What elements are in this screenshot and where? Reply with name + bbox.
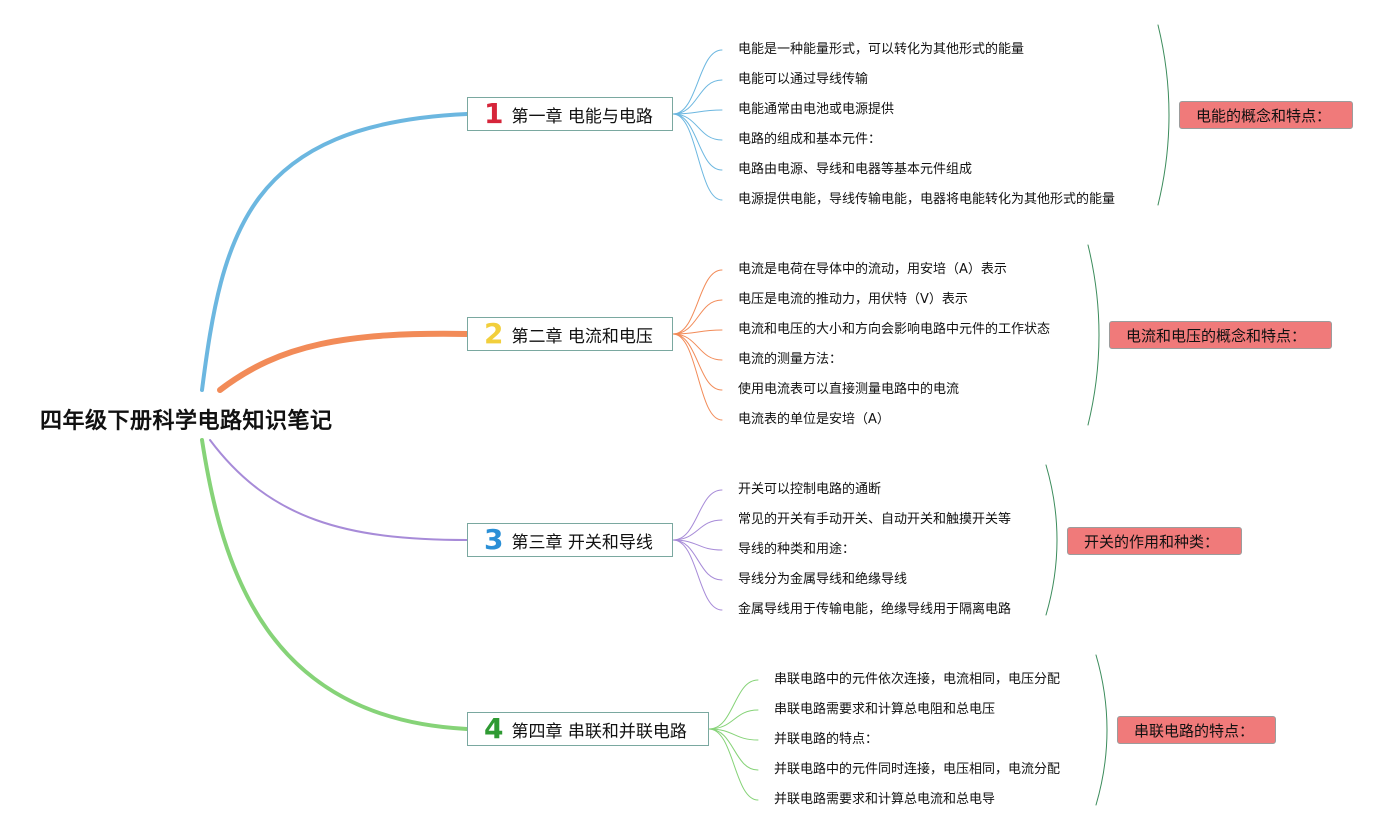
- leaf-topic[interactable]: 并联电路的特点：: [774, 732, 879, 747]
- leaf-connector: [672, 113, 723, 171]
- chapter-label: 第一章 电能与电路: [511, 106, 653, 127]
- summary-bracket: [1095, 654, 1108, 806]
- root-topic[interactable]: 四年级下册科学电路知识笔记: [40, 409, 333, 434]
- chapter-label: 第三章 开关和导线: [511, 532, 653, 553]
- chapter-number: 3: [484, 523, 504, 556]
- summary-topic[interactable]: 电能的概念和特点：: [1179, 101, 1353, 129]
- trunk-connector-2: [217, 330, 470, 393]
- leaf-connector: [708, 728, 759, 801]
- leaf-topic[interactable]: 电流表的单位是安培（A）: [738, 412, 890, 427]
- leaf-connector: [708, 709, 759, 730]
- leaf-topic[interactable]: 电能是一种能量形式，可以转化为其他形式的能量: [738, 42, 1025, 57]
- leaf-connector: [672, 539, 723, 611]
- leaf-connector: [708, 728, 759, 771]
- leaf-topic[interactable]: 金属导线用于传输电能，绝缘导线用于隔离电路: [738, 602, 1012, 617]
- leaf-topic[interactable]: 电路由电源、导线和电器等基本元件组成: [738, 162, 973, 177]
- trunk-connector-1: [200, 112, 469, 392]
- leaf-topic[interactable]: 电压是电流的推动力，用伏特（V）表示: [738, 292, 968, 307]
- leaf-connector: [672, 49, 723, 115]
- chapter-label: 第四章 串联和并联电路: [511, 721, 687, 742]
- leaf-topic[interactable]: 电路的组成和基本元件：: [738, 132, 882, 147]
- chapter-number: 2: [484, 317, 504, 350]
- leaf-topic[interactable]: 电流的测量方法：: [738, 352, 843, 367]
- chapter-number: 1: [484, 97, 504, 130]
- leaf-connector: [672, 519, 723, 541]
- leaf-topic[interactable]: 电能通常由电池或电源提供: [738, 102, 895, 117]
- leaf-connector: [672, 329, 723, 335]
- trunk-connector-4: [200, 438, 469, 731]
- leaf-topic[interactable]: 并联电路需要求和计算总电流和总电导: [774, 792, 996, 807]
- leaf-topic[interactable]: 电能可以通过导线传输: [738, 72, 869, 87]
- leaf-topic[interactable]: 常见的开关有手动开关、自动开关和触摸开关等: [738, 512, 1012, 527]
- summary-bracket: [1157, 24, 1170, 206]
- chapter-number: 4: [484, 712, 504, 745]
- trunk-connector-3: [209, 439, 468, 541]
- leaf-topic[interactable]: 电流是电荷在导体中的流动，用安培（A）表示: [738, 262, 1007, 277]
- chapter-node-2[interactable]: 2 第二章 电流和电压: [467, 317, 673, 351]
- leaf-connector: [672, 113, 723, 201]
- leaf-connector: [672, 333, 723, 391]
- leaf-connector: [708, 679, 759, 730]
- leaf-topic[interactable]: 导线分为金属导线和绝缘导线: [738, 572, 908, 587]
- chapter-label: 第二章 电流和电压: [511, 326, 653, 347]
- leaf-topic[interactable]: 使用电流表可以直接测量电路中的电流: [738, 382, 960, 397]
- summary-bracket: [1087, 244, 1100, 426]
- leaf-topic[interactable]: 串联电路需要求和计算总电阻和总电压: [774, 702, 996, 717]
- leaf-connector: [672, 109, 723, 115]
- leaf-connector: [672, 333, 723, 361]
- leaf-topic[interactable]: 导线的种类和用途：: [738, 542, 856, 557]
- summary-topic[interactable]: 电流和电压的概念和特点：: [1109, 321, 1332, 349]
- leaf-topic[interactable]: 电流和电压的大小和方向会影响电路中元件的工作状态: [738, 322, 1051, 337]
- leaf-connector: [672, 539, 723, 581]
- leaf-connector: [672, 489, 723, 541]
- leaf-connector: [672, 299, 723, 335]
- leaf-topic[interactable]: 开关可以控制电路的通断: [738, 482, 882, 497]
- leaf-topic[interactable]: 电源提供电能，导线传输电能，电器将电能转化为其他形式的能量: [738, 192, 1116, 207]
- leaf-connector: [672, 79, 723, 115]
- leaf-connector: [672, 113, 723, 141]
- chapter-node-3[interactable]: 3 第三章 开关和导线: [467, 523, 673, 557]
- leaf-connector: [672, 269, 723, 335]
- chapter-node-4[interactable]: 4 第四章 串联和并联电路: [467, 712, 709, 746]
- summary-topic[interactable]: 串联电路的特点：: [1117, 716, 1276, 744]
- leaf-connector: [672, 333, 723, 421]
- summary-topic[interactable]: 开关的作用和种类：: [1067, 527, 1242, 555]
- leaf-topic[interactable]: 并联电路中的元件同时连接，电压相同，电流分配: [774, 762, 1061, 777]
- chapter-node-1[interactable]: 1 第一章 电能与电路: [467, 97, 673, 131]
- leaf-topic[interactable]: 串联电路中的元件依次连接，电流相同，电压分配: [774, 672, 1061, 687]
- summary-bracket: [1045, 464, 1058, 616]
